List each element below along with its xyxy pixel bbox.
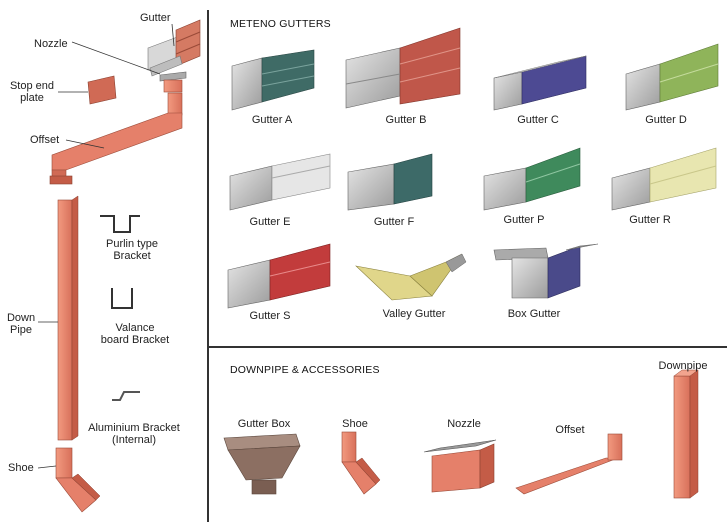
gutter-p-drawing	[483, 147, 581, 211]
shoe-label: Shoe	[8, 462, 34, 474]
valance-line2: board Bracket	[100, 334, 170, 346]
left-assembly	[37, 19, 201, 513]
nozzle-drawing	[159, 71, 187, 93]
shoe-drawing	[55, 447, 101, 513]
down-pipe-line2: Pipe	[9, 324, 33, 336]
offset-accessory-label: Offset	[555, 424, 585, 436]
down-pipe-drawing	[57, 199, 73, 441]
alu-line2: (Internal)	[111, 434, 157, 446]
stop-end-line1: Stop end	[9, 80, 55, 92]
alu-line1: Aluminium Bracket	[88, 422, 180, 434]
gutter-a-drawing	[231, 49, 315, 111]
gutter-e-drawing	[229, 153, 331, 211]
gutter-s-label: Gutter S	[249, 310, 291, 322]
down-pipe-label: Down Pipe	[4, 312, 38, 336]
purlin-bracket-drawing	[100, 215, 140, 233]
downpipe-accessory-label: Downpipe	[658, 360, 708, 372]
valance-bracket-label: Valance board Bracket	[92, 322, 178, 346]
stop-end-label: Stop end plate	[6, 80, 58, 104]
gutter-box-label: Gutter Box	[237, 418, 291, 430]
gutter-drawing	[147, 19, 201, 77]
box-gutter-drawing	[493, 243, 599, 299]
valance-line1: Valance	[115, 322, 155, 334]
downpipe-accessory-drawing	[673, 369, 699, 499]
gutter-r-label: Gutter R	[629, 214, 671, 226]
stop-end-plate-drawing	[87, 75, 117, 105]
gutter-a-label: Gutter A	[251, 114, 293, 126]
shoe-accessory-drawing	[341, 431, 381, 495]
aluminium-bracket-label: Aluminium Bracket (Internal)	[82, 422, 186, 446]
valley-gutter-drawing	[355, 253, 467, 301]
gutter-r-drawing	[611, 147, 717, 211]
box-gutter-label: Box Gutter	[507, 308, 561, 320]
gutter-d-drawing	[625, 43, 719, 111]
gutter-f-drawing	[347, 153, 433, 211]
gutter-p-label: Gutter P	[503, 214, 545, 226]
downpipe-section-title: DOWNPIPE & ACCESSORIES	[230, 364, 380, 376]
offset-label: Offset	[30, 134, 60, 146]
gutter-box-drawing	[223, 433, 301, 495]
aluminium-bracket-drawing	[112, 391, 140, 401]
horizontal-divider	[208, 346, 727, 348]
offset-accessory-drawing	[515, 433, 623, 495]
purlin-bracket-label: Purlin type Bracket	[96, 238, 168, 262]
shoe-accessory-label: Shoe	[342, 418, 368, 430]
purlin-line2: Bracket	[113, 250, 151, 262]
stop-end-line2: plate	[20, 92, 44, 104]
gutters-section-title: METENO GUTTERS	[230, 18, 331, 30]
gutter-c-drawing	[493, 55, 587, 111]
gutter-c-label: Gutter C	[517, 114, 559, 126]
valance-bracket-drawing	[111, 288, 133, 309]
valley-gutter-label: Valley Gutter	[382, 308, 446, 320]
gutter-d-label: Gutter D	[645, 114, 687, 126]
gutter-e-label: Gutter E	[249, 216, 291, 228]
purlin-line1: Purlin type	[106, 238, 158, 250]
down-pipe-line1: Down	[6, 312, 36, 324]
gutter-b-label: Gutter B	[385, 114, 427, 126]
nozzle-label: Nozzle	[34, 38, 68, 50]
nozzle-accessory-label: Nozzle	[447, 418, 481, 430]
gutter-s-drawing	[227, 243, 331, 309]
gutter-b-drawing	[345, 27, 461, 109]
vertical-divider	[207, 10, 209, 522]
nozzle-accessory-drawing	[423, 439, 497, 493]
gutter-f-label: Gutter F	[373, 216, 415, 228]
gutter-label: Gutter	[140, 12, 171, 24]
